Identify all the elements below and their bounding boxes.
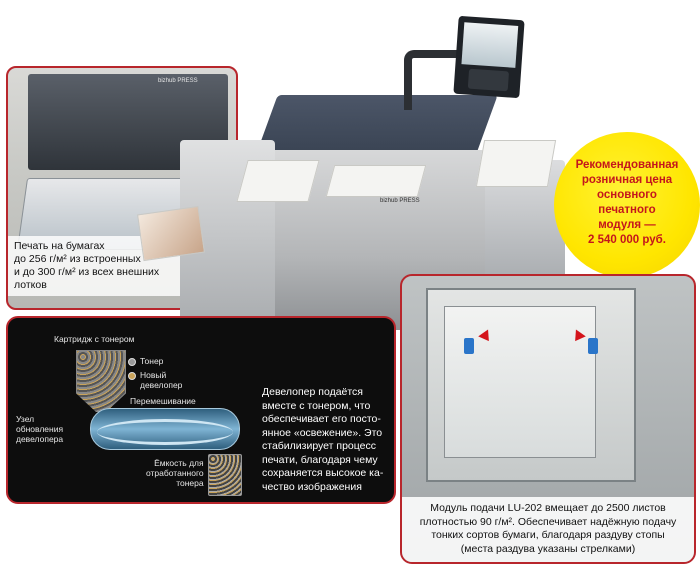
cartridge-label: Картридж с тонером — [54, 334, 135, 344]
mixing-swirl — [97, 419, 233, 445]
output-paper-sheet — [325, 165, 427, 197]
monitor-screen — [461, 22, 519, 68]
new-developer-label: Новый девелопер — [140, 370, 183, 390]
output-paper-stack — [236, 160, 320, 202]
paper-guide-right — [588, 338, 598, 354]
paper-guide-left — [464, 338, 474, 354]
machine-brand-logo: bizhub PRESS — [380, 198, 420, 204]
toner-label: Тонер — [140, 356, 164, 366]
mixing-label: Перемешивание — [130, 396, 196, 406]
developer-unit-label: Узел обновления девелопера — [16, 414, 64, 444]
developer-description: Девелопер подаётся вместе с тонером, что… — [262, 386, 384, 493]
monitor-arm — [404, 50, 462, 110]
feed-module-tray — [444, 306, 596, 458]
feed-module-photo-panel: Модуль подачи LU-202 вмещает до 2500 лис… — [400, 274, 696, 564]
waste-container-label: Ёмкость для отработанного тонера — [146, 458, 204, 488]
toner-cartridge-icon — [76, 350, 126, 412]
price-badge: Рекомендованная розничная цена основного… — [554, 132, 700, 278]
mixing-auger-icon — [90, 408, 240, 450]
output-paper-sheet-2 — [475, 140, 557, 187]
monitor-keypad — [467, 68, 510, 92]
waste-toner-container-icon — [208, 454, 242, 496]
developer-diagram-panel: Картридж с тонером Тонер Новый девелопер… — [6, 316, 396, 504]
printed-sample-sheet — [137, 205, 205, 262]
control-panel-monitor — [453, 15, 525, 99]
feed-module-caption: Модуль подачи LU-202 вмещает до 2500 лис… — [402, 497, 694, 562]
price-text: Рекомендованная розничная цена основного… — [575, 159, 679, 246]
brand-logo: bizhub PRESS — [158, 78, 198, 84]
toner-dot-icon — [128, 358, 136, 366]
developer-dot-icon — [128, 372, 136, 380]
